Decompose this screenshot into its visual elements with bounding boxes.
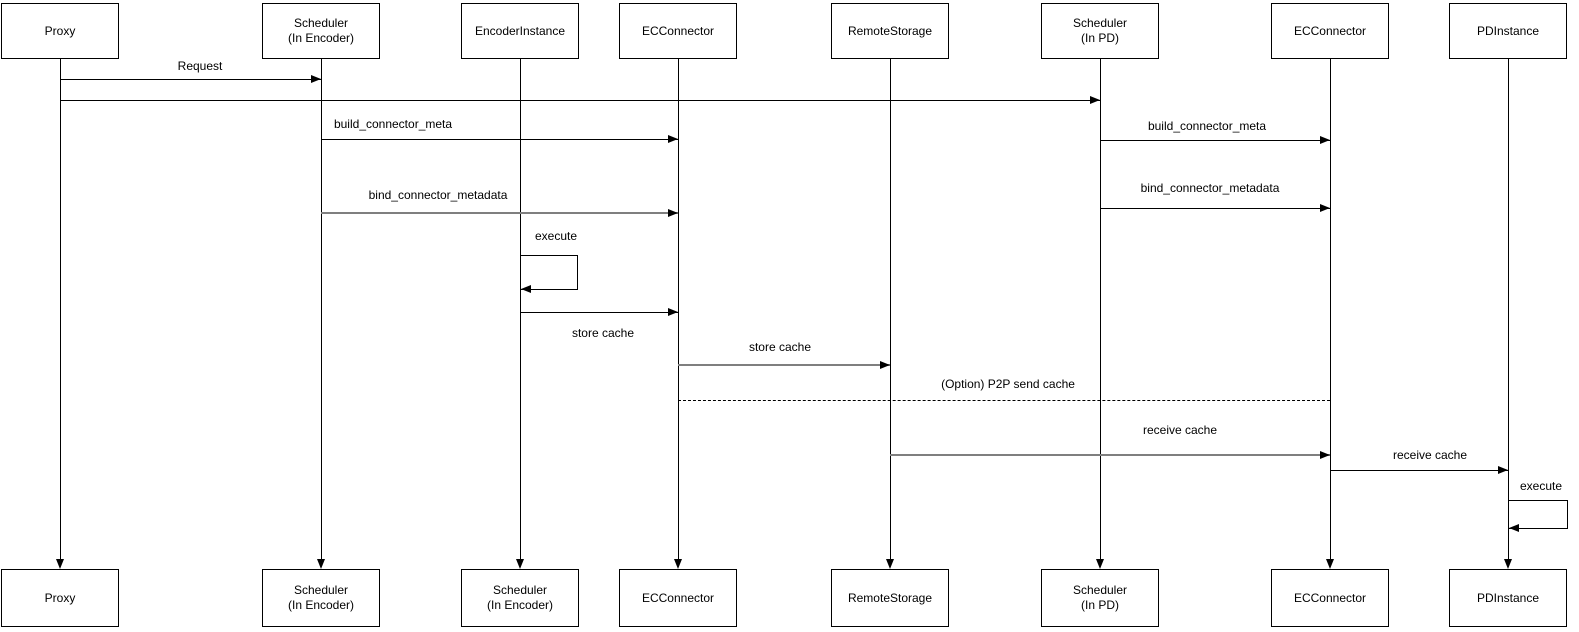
message-label: bind_connector_metadata [1138, 181, 1282, 195]
participant-label: (In PD) [1080, 598, 1119, 612]
message-line [1330, 470, 1508, 471]
message-label: (Option) P2P send cache [939, 377, 1077, 391]
participant-top-box-pd-instance: PDInstance [1449, 3, 1567, 59]
message-arrowhead [1320, 135, 1330, 144]
participant-top-box-scheduler-encoder: Scheduler(In Encoder) [262, 3, 380, 59]
self-message-loop [520, 255, 578, 290]
participant-label: Proxy [44, 590, 76, 605]
participant-label: PDInstance [1476, 23, 1540, 38]
lifeline-arrowhead-ec-connector-encoder [673, 559, 682, 569]
participant-top-box-proxy: Proxy [1, 3, 119, 59]
message-arrowhead [1320, 203, 1330, 212]
participant-label: (In Encoder) [486, 598, 554, 612]
participant-top-box-remote-storage: RemoteStorage [831, 3, 949, 59]
lifeline-arrowhead-proxy [55, 559, 64, 569]
message-line [321, 212, 678, 214]
lifeline-arrowhead-scheduler-encoder [316, 559, 325, 569]
participant-label: (In Encoder) [287, 31, 355, 45]
participant-label: Scheduler [1072, 583, 1128, 597]
message-label: build_connector_meta [1145, 119, 1269, 133]
participant-label: RemoteStorage [847, 590, 933, 605]
participant-label: ECConnector [1293, 590, 1367, 605]
participant-bottom-box-ec-connector-pd: ECConnector [1271, 569, 1389, 627]
participant-label: ECConnector [1293, 23, 1367, 38]
lifeline-scheduler-pd [1100, 59, 1101, 559]
message-label: build_connector_meta [331, 117, 455, 131]
message-arrowhead [668, 208, 678, 217]
lifeline-arrowhead-pd-instance [1503, 559, 1512, 569]
participant-label: ECConnector [641, 590, 715, 605]
participant-top-box-ec-connector-pd: ECConnector [1271, 3, 1389, 59]
message-line [1100, 208, 1330, 209]
self-message-arrowhead [1509, 524, 1519, 532]
lifeline-pd-instance [1508, 59, 1509, 559]
participant-bottom-box-scheduler-pd: Scheduler(In PD) [1041, 569, 1159, 627]
lifeline-arrowhead-scheduler-pd [1095, 559, 1104, 569]
participant-top-box-encoder-instance: EncoderInstance [461, 3, 579, 59]
lifeline-scheduler-encoder [321, 59, 322, 559]
participant-bottom-box-remote-storage: RemoteStorage [831, 569, 949, 627]
lifeline-encoder-instance [520, 59, 521, 559]
self-message-label: execute [532, 229, 580, 243]
self-message-arrowhead [521, 285, 531, 293]
lifeline-ec-connector-encoder [678, 59, 679, 559]
message-line [678, 400, 1330, 401]
participant-bottom-box-pd-instance: PDInstance [1449, 569, 1567, 627]
message-label: receive cache [1390, 448, 1470, 462]
participant-top-box-scheduler-pd: Scheduler(In PD) [1041, 3, 1159, 59]
participant-bottom-box-encoder-instance: Scheduler(In Encoder) [461, 569, 579, 627]
participant-bottom-box-scheduler-encoder: Scheduler(In Encoder) [262, 569, 380, 627]
message-label: store cache [569, 326, 637, 340]
participant-label: RemoteStorage [847, 23, 933, 38]
self-message-label: execute [1517, 479, 1565, 493]
lifeline-arrowhead-encoder-instance [515, 559, 524, 569]
message-arrowhead [668, 307, 678, 316]
message-line [60, 100, 1100, 101]
participant-label: Scheduler [293, 583, 349, 597]
message-arrowhead [668, 134, 678, 143]
self-message-loop [1508, 500, 1568, 529]
lifeline-arrowhead-remote-storage [885, 559, 894, 569]
participant-label: Scheduler [293, 16, 349, 30]
message-label: receive cache [1140, 423, 1220, 437]
participant-label: (In Encoder) [287, 598, 355, 612]
message-line [520, 312, 678, 313]
lifeline-proxy [60, 59, 61, 559]
message-line [1100, 140, 1330, 141]
message-arrowhead [1090, 95, 1100, 104]
participant-label: Scheduler [492, 583, 548, 597]
participant-label: Proxy [44, 23, 76, 38]
lifeline-remote-storage [890, 59, 891, 559]
message-label: bind_connector_metadata [366, 188, 510, 202]
participant-label: (In PD) [1080, 31, 1119, 45]
participant-bottom-box-proxy: Proxy [1, 569, 119, 627]
participant-top-box-ec-connector-encoder: ECConnector [619, 3, 737, 59]
message-arrowhead [311, 74, 321, 83]
lifeline-arrowhead-ec-connector-pd [1325, 559, 1334, 569]
participant-bottom-box-ec-connector-encoder: ECConnector [619, 569, 737, 627]
message-line [678, 364, 890, 366]
lifeline-ec-connector-pd [1330, 59, 1331, 559]
message-arrowhead [1498, 465, 1508, 474]
message-line [321, 139, 678, 140]
message-arrowhead [880, 360, 890, 369]
message-line [890, 454, 1330, 456]
participant-label: EncoderInstance [474, 23, 566, 38]
participant-label: PDInstance [1476, 590, 1540, 605]
participant-label: ECConnector [641, 23, 715, 38]
message-arrowhead [1320, 450, 1330, 459]
message-label: store cache [746, 340, 814, 354]
participant-label: Scheduler [1072, 16, 1128, 30]
message-line [60, 79, 321, 80]
message-label: Request [175, 59, 225, 73]
